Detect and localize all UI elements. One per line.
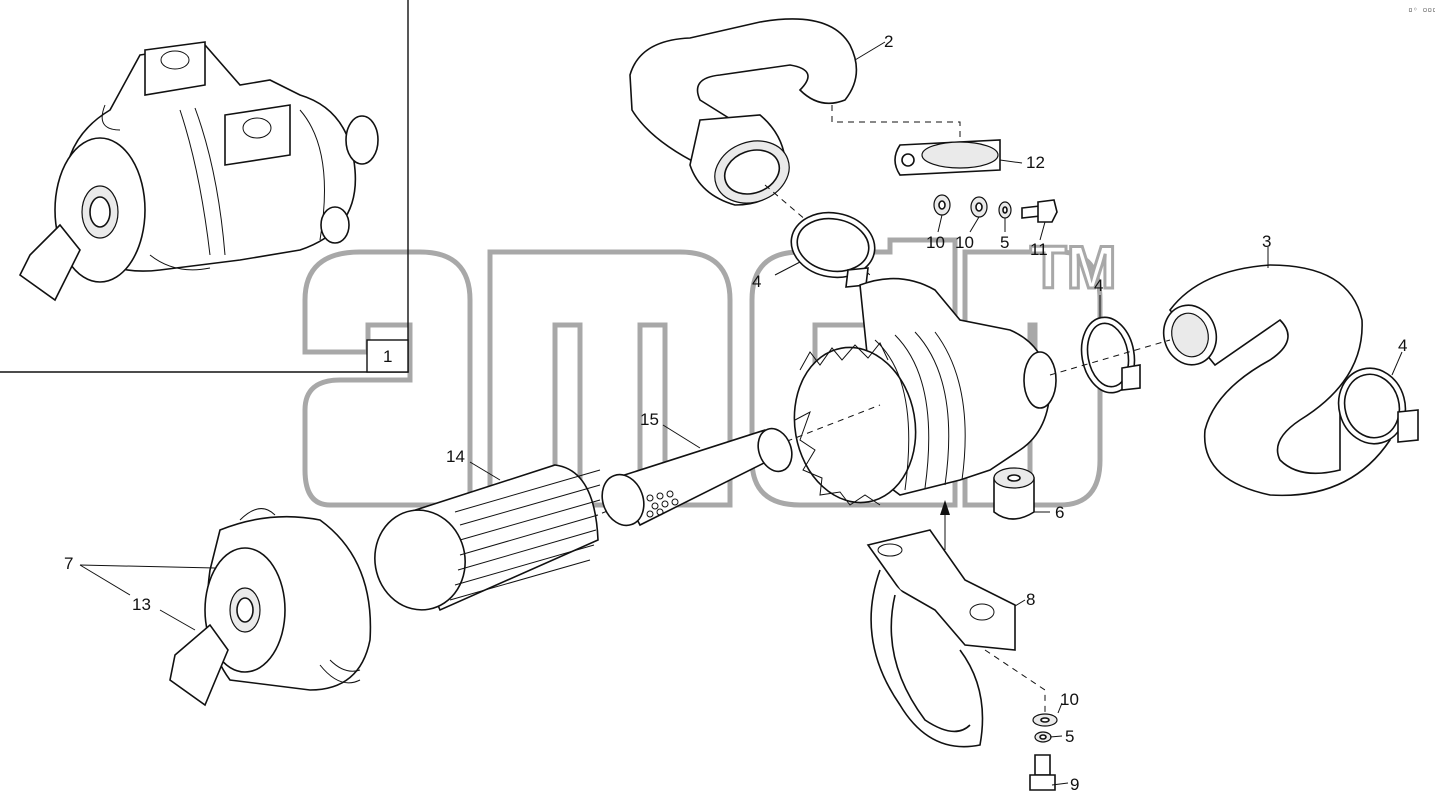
callout-10-bottom: 10	[1060, 690, 1079, 709]
callout-1: 1	[383, 347, 392, 366]
callout-4-middle: 4	[1094, 276, 1103, 295]
callout-7: 7	[64, 554, 73, 573]
inset-callout-box	[366, 339, 409, 373]
top-fasteners	[933, 194, 1058, 223]
part-3-right-hose	[1162, 264, 1391, 497]
callout-2: 2	[884, 32, 893, 51]
callout-13: 13	[132, 595, 151, 614]
part-4-hose-clamp-middle	[1049, 316, 1171, 394]
part-6-rubber-cap	[993, 467, 1035, 520]
part-12-bracket-clamp	[894, 139, 1001, 176]
part-4-hose-clamp-right	[1337, 367, 1419, 445]
watermark-letter-m	[487, 249, 733, 508]
part-15-safety-element	[601, 427, 793, 527]
watermark-trademark: TM	[1030, 234, 1117, 301]
callout-leaders	[79, 41, 1403, 786]
inset-assembly-illustration	[18, 41, 379, 302]
callout-10-top-right: 10	[955, 233, 974, 252]
part-4-hose-clamp-left	[790, 211, 876, 288]
callout-6: 6	[1055, 503, 1064, 522]
inset-view: 1	[0, 0, 409, 373]
bottom-fasteners	[1029, 713, 1058, 791]
callout-15: 15	[640, 410, 659, 429]
part-8-mounting-band	[866, 500, 1046, 748]
callout-10-top-left: 10	[926, 233, 945, 252]
callout-labels: 2 12 10 10 5 11 4 4 3 4 6 7 13 14 15 8 1…	[64, 32, 1407, 794]
callout-8: 8	[1026, 590, 1035, 609]
callout-12: 12	[1026, 153, 1045, 172]
callout-4-left: 4	[752, 272, 761, 291]
callout-9: 9	[1070, 775, 1079, 794]
callout-5-bottom: 5	[1065, 727, 1074, 746]
corner-code: ▫◦ ▫▫▫	[1408, 5, 1435, 14]
part-14-main-filter-element	[374, 464, 601, 612]
watermark: TM	[302, 233, 1118, 508]
callout-11: 11	[1030, 240, 1048, 259]
callout-14: 14	[446, 447, 465, 466]
callout-5-top: 5	[1000, 233, 1009, 252]
watermark-letter-a	[302, 249, 473, 508]
callout-4-right: 4	[1398, 336, 1407, 355]
part-7-filter-cover	[169, 508, 372, 707]
main-filter-housing	[519, 277, 1057, 546]
callout-3: 3	[1262, 232, 1271, 251]
